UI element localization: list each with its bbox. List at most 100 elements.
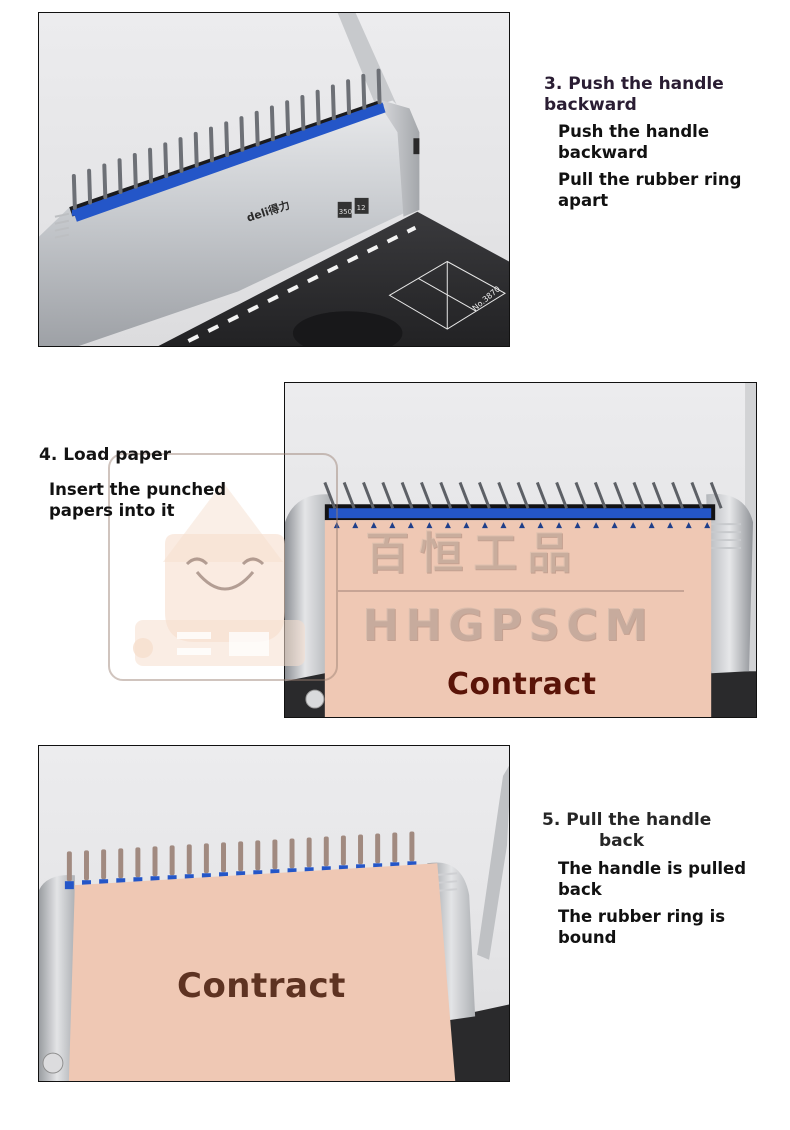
step-5-instructions: 5. Pull the handle back The handle is pu…: [542, 810, 772, 948]
punch-hole: [556, 522, 563, 529]
photo-pull-handle-back: Contract: [38, 745, 510, 1082]
comb-tab: [167, 875, 177, 884]
comb-tab: [285, 136, 293, 143]
step-3-items: Push the handle backward Pull the rubber…: [558, 121, 764, 211]
comb-tab: [330, 120, 338, 127]
punch-hole: [685, 522, 692, 529]
comb-tab: [116, 878, 126, 887]
comb-finger: [342, 481, 356, 509]
handle: [477, 765, 509, 960]
comb-finger: [376, 68, 382, 105]
comb-finger: [285, 100, 291, 137]
comb-finger: [186, 844, 192, 875]
comb-tab: [184, 874, 194, 883]
comb-finger: [178, 137, 184, 173]
comb-tab: [132, 188, 140, 195]
step-5-item: The rubber ring is bound: [558, 907, 726, 947]
step-4-instructions: 4. Load paper Insert the punched papers …: [39, 445, 279, 521]
comb-finger: [458, 481, 472, 509]
comb-finger: [84, 850, 89, 881]
punch-hole: [444, 522, 451, 529]
comb-finger: [409, 831, 415, 862]
step-5-items: The handle is pulled back The rubber rin…: [558, 858, 772, 948]
comb-finger: [71, 174, 77, 210]
comb-finger: [535, 481, 549, 509]
comb-tab: [87, 204, 95, 211]
comb-tab: [71, 209, 79, 216]
comb-finger: [381, 481, 395, 509]
punch-hole: [407, 522, 414, 529]
comb-finger: [555, 481, 568, 509]
comb-finger: [224, 121, 230, 158]
step-3-instructions: 3. Push the handle backward Push the han…: [544, 74, 764, 211]
comb-tab: [117, 194, 125, 200]
step-5-heading-line-2: back: [599, 831, 645, 851]
comb-tab: [208, 162, 216, 169]
comb-finger: [306, 837, 312, 868]
comb-finger: [118, 848, 124, 879]
comb-finger: [671, 481, 684, 509]
comb-finger: [330, 84, 336, 121]
left-end-cap: [39, 875, 75, 1081]
comb-finger: [323, 481, 337, 509]
comb-finger: [221, 842, 227, 873]
binding-machine-illustration: No.3870 deli得力 350 12: [39, 13, 509, 346]
comb-finger: [117, 158, 123, 195]
comb-finger: [516, 481, 530, 509]
comb-tab: [64, 881, 74, 890]
comb-finger: [238, 841, 244, 872]
comb-finger: [289, 838, 295, 869]
badge-sheets: 350: [339, 208, 352, 216]
comb-tab: [82, 880, 91, 889]
comb-finger: [239, 116, 245, 152]
punch-hole: [352, 522, 359, 529]
comb-finger: [477, 481, 491, 509]
comb-finger: [163, 142, 169, 179]
comb-spine: [328, 508, 712, 519]
comb-finger: [439, 481, 453, 509]
comb-finger: [690, 481, 704, 509]
comb-finger: [132, 152, 138, 189]
step-3-heading: 3. Push the handle backward: [544, 74, 724, 115]
comb-tab: [133, 877, 143, 886]
comb-finger: [613, 481, 626, 509]
step-5-heading: 5. Pull the handle back: [542, 810, 772, 852]
comb-finger: [101, 849, 107, 880]
comb-finger: [66, 851, 72, 882]
bound-paper: [68, 863, 456, 1081]
comb-finger: [152, 846, 158, 877]
watermark-latin-text: HHGPSCM: [362, 600, 654, 651]
round-button: [305, 689, 325, 709]
comb-tab: [99, 879, 109, 888]
machine-base: [158, 211, 509, 346]
comb-tab: [361, 109, 369, 116]
comb-finger: [346, 79, 352, 115]
comb-finger: [193, 131, 199, 168]
comb-finger: [361, 73, 367, 110]
comb-tab: [148, 183, 156, 190]
comb-tab: [102, 199, 110, 206]
comb-finger: [254, 110, 260, 147]
punch-hole: [667, 522, 674, 529]
comb-tab: [376, 104, 384, 111]
paper-label: Contract: [177, 966, 346, 1006]
comb-tab: [193, 167, 201, 174]
comb-finger: [574, 481, 588, 509]
comb-tab: [178, 172, 186, 179]
step-5-item: The handle is pulled back: [558, 859, 747, 899]
step-5-heading-line-1: 5. Pull the handle: [542, 810, 712, 830]
machine-end-cap: [375, 98, 420, 217]
comb-finger: [375, 833, 381, 864]
comb-finger: [651, 481, 665, 509]
punch-hole: [574, 522, 581, 529]
instruction-diagram: [388, 260, 507, 330]
photo-push-handle-backward: No.3870 deli得力 350 12: [38, 12, 510, 347]
comb-finger: [300, 95, 306, 131]
machine-body: [39, 100, 418, 346]
comb-finger: [269, 105, 275, 142]
comb-finger: [400, 481, 414, 509]
punch-hole: [593, 522, 600, 529]
comb-finger: [272, 839, 278, 870]
comb-finger: [323, 836, 329, 867]
comb-finger: [135, 847, 141, 878]
